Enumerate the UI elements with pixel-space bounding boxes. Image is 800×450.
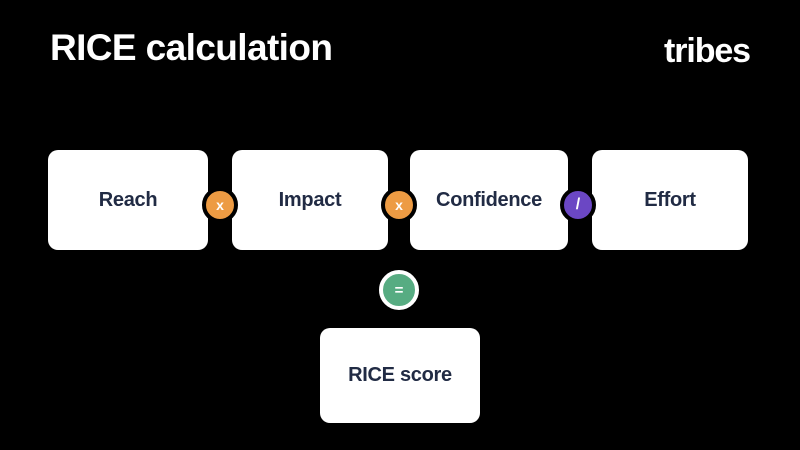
page-title: RICE calculation (50, 27, 333, 68)
factor-card-reach[interactable]: Reach (48, 150, 208, 250)
operator-glyph: = (394, 281, 404, 299)
factor-label: Reach (98, 188, 158, 211)
factor-card-confidence[interactable]: Confidence (410, 150, 568, 250)
operator-glyph: / (575, 196, 581, 213)
factor-label: Confidence (436, 188, 542, 211)
factor-label: Impact (278, 188, 342, 211)
brand-logo: tribes (664, 32, 751, 70)
operator-glyph: x (216, 197, 224, 213)
divide-operator-icon: / (560, 187, 596, 223)
factor-card-effort[interactable]: Effort (592, 150, 748, 250)
operator-glyph: x (395, 197, 403, 213)
factor-card-impact[interactable]: Impact (232, 150, 388, 250)
factor-label: Effort (644, 188, 696, 211)
equals-operator-icon: = (379, 270, 419, 310)
multiply-operator-icon: x (381, 187, 417, 223)
result-card-rice-score[interactable]: RICE score (320, 328, 480, 423)
multiply-operator-icon: x (202, 187, 238, 223)
result-label: RICE score (348, 364, 452, 386)
